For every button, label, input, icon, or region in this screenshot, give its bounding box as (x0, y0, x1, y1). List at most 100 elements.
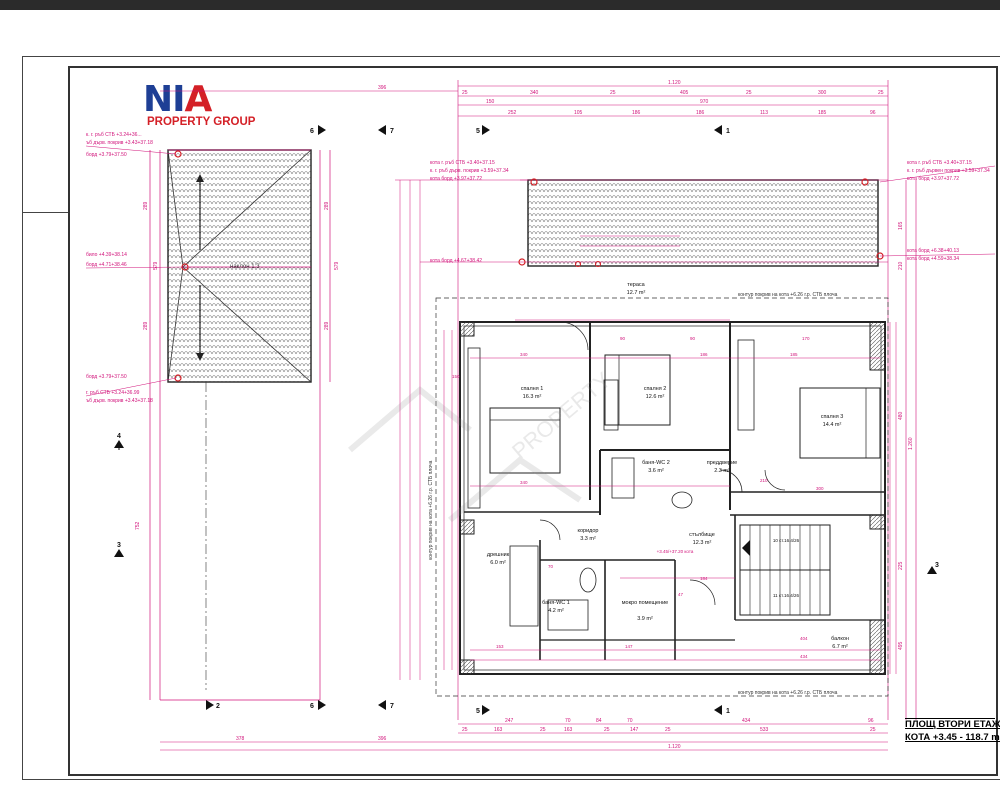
room-labels: спалня 116.3 m² спалня 212.6 m² спалня 3… (487, 282, 849, 650)
svg-text:434: 434 (742, 718, 751, 724)
top-dimension-labels: 1.120 396 25 340 25 405 25 300 25 150 97… (378, 80, 884, 116)
room-name: дрешник (487, 552, 510, 558)
room-name: спалня 3 (821, 414, 844, 420)
level-mark: +3.45/+37.20 кота (657, 549, 694, 554)
section-markers: 5 1 5 1 6 7 6 7 2 4 3 3 (114, 125, 939, 715)
svg-text:289: 289 (324, 201, 330, 210)
room-area: 4.2 m² (548, 608, 564, 614)
svg-text:70: 70 (548, 564, 554, 569)
svg-text:25: 25 (746, 90, 752, 96)
room-name: спалня 1 (521, 386, 544, 392)
svg-text:147: 147 (630, 727, 639, 733)
svg-text:396: 396 (378, 736, 387, 742)
logo-mark: NIA (143, 79, 212, 120)
svg-text:4: 4 (117, 433, 121, 440)
house-walls (459, 321, 886, 675)
svg-text:90: 90 (690, 336, 696, 341)
window-top-bar (0, 0, 1000, 10)
bottom-dimension-labels: 247 70 84 70 434 96 25 163 25 163 25 147… (236, 718, 876, 750)
room-name: баня-WC 2 (642, 460, 670, 466)
svg-text:ъб дърв. покрив +3.43+37.18: ъб дърв. покрив +3.43+37.18 (86, 398, 153, 404)
svg-text:970: 970 (700, 99, 709, 105)
svg-text:70: 70 (565, 718, 571, 724)
roof-slope-label: наклон 1:3 (230, 264, 260, 270)
svg-text:96: 96 (870, 110, 876, 116)
stair-label-top: 10 ст.16.4/26 (773, 538, 800, 543)
svg-text:185: 185 (818, 110, 827, 116)
svg-text:378: 378 (236, 736, 245, 742)
svg-text:186: 186 (696, 110, 705, 116)
terrace-elevation-labels: кота г. ръб СТБ +3.40+37.15 к. г. ръб дъ… (430, 160, 996, 264)
svg-text:186: 186 (632, 110, 641, 116)
svg-text:1.120: 1.120 (668, 744, 681, 750)
svg-text:25: 25 (462, 90, 468, 96)
svg-text:105: 105 (574, 110, 583, 116)
right-vertical-dimensions: 165 210 480 1.260 225 495 (898, 180, 917, 720)
room-area: 6.0 m² (490, 560, 506, 566)
svg-text:25: 25 (878, 90, 884, 96)
svg-text:405: 405 (680, 90, 689, 96)
left-vertical-dimensions: 289 579 289 752 289 579 289 (135, 201, 340, 530)
room-area: 2.3 m² (714, 468, 730, 474)
svg-text:340: 340 (530, 90, 539, 96)
svg-text:6: 6 (310, 703, 314, 710)
svg-text:90: 90 (620, 336, 626, 341)
room-name: баня-WC 1 (542, 600, 570, 606)
svg-text:25: 25 (665, 727, 671, 733)
roof-contour-bottom-label: контур покрив на кота +6.26 г.р. СТБ пло… (738, 690, 838, 696)
svg-text:кота г. ръб СТБ +3.40+37.15: кота г. ръб СТБ +3.40+37.15 (907, 160, 972, 166)
svg-text:кота борд +4.67+38.42: кота борд +4.67+38.42 (430, 258, 482, 264)
svg-text:3: 3 (935, 562, 939, 569)
svg-text:25: 25 (870, 727, 876, 733)
svg-text:96: 96 (868, 718, 874, 724)
logo-group-text: PROPERTY GROUP (147, 116, 256, 128)
svg-text:252: 252 (508, 110, 517, 116)
svg-text:150: 150 (452, 374, 460, 379)
svg-text:300: 300 (818, 90, 827, 96)
svg-text:84: 84 (596, 718, 602, 724)
svg-text:752: 752 (135, 521, 141, 530)
svg-text:борд +4.71+38.46: борд +4.71+38.46 (86, 262, 127, 268)
svg-text:396: 396 (378, 85, 387, 91)
svg-text:кота борд +3.97+37.72: кота борд +3.97+37.72 (430, 176, 482, 182)
svg-text:к. г. ръб СТБ +3.24+36...: к. г. ръб СТБ +3.24+36... (86, 132, 142, 138)
svg-text:150: 150 (486, 99, 495, 105)
room-area: 6.7 m² (832, 644, 848, 650)
interior-dimension-lines (399, 180, 897, 680)
svg-text:289: 289 (143, 201, 149, 210)
company-logo: NIA PROPERTY GROUP (137, 80, 273, 132)
svg-text:113: 113 (760, 110, 768, 116)
top-roof (395, 178, 888, 268)
svg-text:579: 579 (334, 261, 340, 270)
svg-text:47: 47 (678, 592, 684, 597)
svg-text:184: 184 (700, 576, 708, 581)
svg-text:1: 1 (726, 708, 730, 715)
svg-text:163: 163 (564, 727, 573, 733)
room-area: 12.3 m² (693, 540, 712, 546)
svg-text:480: 480 (898, 411, 904, 420)
room-area: 3.3 m² (580, 536, 596, 542)
svg-text:340: 340 (520, 352, 528, 357)
svg-text:170: 170 (802, 336, 810, 341)
svg-text:1.120: 1.120 (668, 80, 681, 86)
svg-text:кота борд +4.59+38.34: кота борд +4.59+38.34 (907, 256, 959, 262)
svg-text:247: 247 (505, 718, 514, 724)
room-name: преддверие (707, 460, 738, 466)
drawing-subtitle: КОТА +3.45 - 118.7 m² (905, 732, 1000, 743)
svg-text:25: 25 (610, 90, 616, 96)
svg-text:к. г. ръб дърв. покрив +3.59+3: к. г. ръб дърв. покрив +3.59+37.34 (430, 168, 509, 174)
svg-text:7: 7 (390, 128, 394, 135)
left-elevation-labels: к. г. ръб СТБ +3.24+36... ъб дърв. покри… (85, 132, 184, 404)
svg-text:кота г. ръб СТБ +3.40+37.15: кота г. ръб СТБ +3.40+37.15 (430, 160, 495, 166)
room-area: 12.7 m² (627, 290, 646, 296)
drawing-title-block: ПЛОЩ ВТОРИ ЕТАЖ КОТА +3.45 - 118.7 m² (905, 718, 1000, 745)
roof-contour (435, 297, 889, 697)
svg-text:г. ръб СТБ +3.24+36.99: г. ръб СТБ +3.24+36.99 (86, 390, 140, 396)
room-area: 14.4 m² (823, 422, 842, 428)
svg-text:борд +3.79+37.50: борд +3.79+37.50 (86, 152, 127, 158)
svg-text:ъб дърв. покрив +3.43+37.18: ъб дърв. покрив +3.43+37.18 (86, 140, 153, 146)
svg-text:153: 153 (496, 644, 504, 649)
left-roof: наклон 1:3 (149, 149, 331, 701)
svg-text:5: 5 (476, 708, 480, 715)
